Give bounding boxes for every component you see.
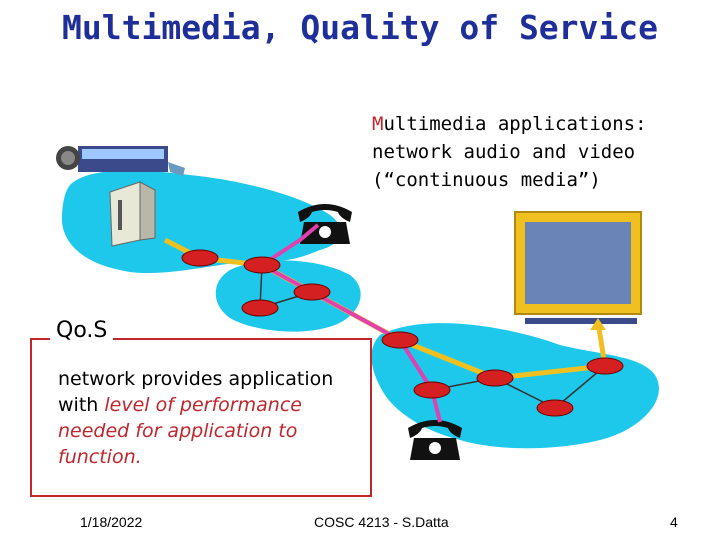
apps-line-3: (“continuous media”) (372, 169, 601, 191)
qos-text-highlight: level of performance needed for applicat… (58, 394, 302, 468)
footer-course: COSC 4213 - S.Datta (314, 514, 449, 530)
apps-line-1-first-letter: M (372, 113, 384, 135)
slide-title: Multimedia, Quality of Service (61, 8, 659, 47)
multimedia-apps-text: Multimedia applications: network audio a… (372, 110, 647, 194)
apps-line-2: network audio and video (372, 141, 636, 163)
qos-text-plain: network provides application with (58, 368, 334, 416)
router-9 (586, 357, 624, 375)
routers (181, 249, 624, 417)
router-6 (413, 381, 451, 399)
network-cloud-middle (215, 260, 361, 332)
qos-heading: Qo.S (50, 318, 114, 343)
telephone-icon-bottom (408, 420, 462, 460)
router-2 (243, 256, 281, 274)
qos-box (30, 338, 372, 497)
footer-date: 1/18/2022 (80, 514, 143, 530)
footer-page-number: 4 (670, 514, 678, 530)
server-icon (109, 181, 156, 247)
qos-description: network provides application with level … (58, 366, 358, 470)
router-4 (293, 283, 331, 301)
router-7 (476, 369, 514, 387)
apps-line-1: ultimedia applications: (383, 113, 647, 135)
router-5 (381, 331, 419, 349)
monitor-arrow-icon (590, 318, 606, 330)
video-camera-icon (56, 146, 185, 176)
network-cloud-right (371, 323, 659, 449)
monitor-icon (514, 211, 642, 324)
telephone-icon-top (298, 204, 352, 244)
router-8 (536, 399, 574, 417)
router-3 (241, 299, 279, 317)
router-1 (181, 249, 219, 267)
